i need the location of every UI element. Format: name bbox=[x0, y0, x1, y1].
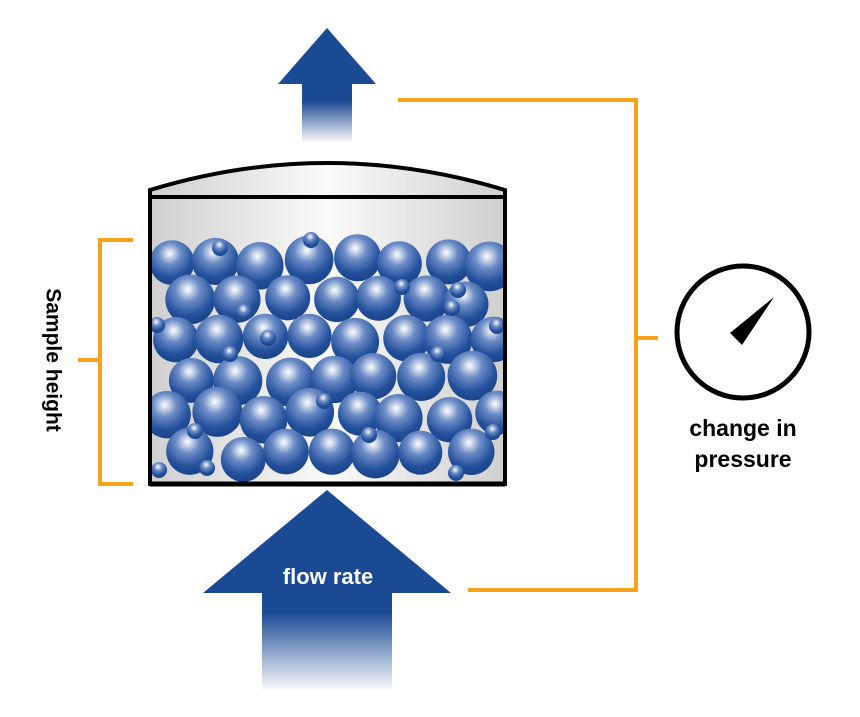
particle bbox=[464, 241, 503, 292]
particle bbox=[284, 235, 334, 285]
particle bbox=[397, 352, 446, 401]
particle bbox=[310, 355, 359, 404]
small-particle bbox=[450, 282, 466, 298]
small-particle bbox=[199, 460, 215, 476]
particle bbox=[350, 429, 400, 479]
small-particle bbox=[316, 393, 332, 409]
small-particle bbox=[303, 232, 319, 248]
small-particle bbox=[430, 346, 446, 362]
small-particle bbox=[361, 427, 377, 443]
small-particle bbox=[260, 330, 276, 346]
small-particle bbox=[212, 240, 228, 256]
particle bbox=[314, 276, 360, 323]
small-particle bbox=[485, 424, 501, 440]
particle bbox=[337, 391, 383, 436]
small-particle bbox=[448, 465, 464, 481]
small-particle bbox=[489, 318, 503, 334]
cylinder-lid bbox=[148, 161, 507, 199]
particle bbox=[152, 390, 191, 439]
particle bbox=[356, 275, 401, 321]
outflow-arrow bbox=[278, 28, 376, 143]
particle bbox=[448, 428, 495, 476]
small-particle bbox=[187, 423, 203, 439]
particle bbox=[236, 242, 284, 290]
particle bbox=[153, 316, 199, 363]
particle bbox=[152, 240, 195, 285]
small-particle bbox=[394, 279, 410, 295]
particle bbox=[426, 239, 472, 285]
sample-particles bbox=[152, 232, 503, 482]
particle bbox=[447, 350, 498, 401]
particle bbox=[168, 358, 214, 403]
particle bbox=[165, 274, 216, 325]
inflow-arrow bbox=[203, 490, 451, 692]
small-particle bbox=[152, 317, 165, 333]
particle bbox=[220, 436, 266, 482]
small-particle bbox=[152, 462, 167, 478]
sample-height-label: Sample height bbox=[41, 288, 64, 432]
particle bbox=[398, 430, 443, 475]
pressure-connector bbox=[398, 98, 658, 592]
change-in-pressure-label-line1: change in bbox=[689, 415, 796, 441]
particle bbox=[403, 275, 450, 322]
particle bbox=[374, 393, 423, 443]
particle bbox=[376, 241, 422, 287]
particle bbox=[263, 428, 309, 475]
small-particle bbox=[222, 346, 238, 362]
particle bbox=[383, 314, 430, 362]
particle bbox=[331, 317, 380, 366]
sample-height-bracket bbox=[78, 238, 133, 486]
flow-rate-label: flow rate bbox=[283, 564, 373, 589]
particle bbox=[350, 353, 397, 400]
particle bbox=[475, 390, 503, 435]
particle bbox=[308, 428, 355, 475]
particle bbox=[265, 275, 311, 321]
particle bbox=[426, 397, 473, 443]
particle bbox=[334, 234, 382, 282]
particle bbox=[287, 313, 332, 359]
pressure-gauge-icon bbox=[674, 263, 812, 401]
particle bbox=[192, 386, 243, 437]
small-particle bbox=[444, 300, 460, 316]
small-particle bbox=[236, 304, 252, 320]
change-in-pressure-label-line2: pressure bbox=[694, 446, 791, 472]
sample-cylinder bbox=[148, 161, 507, 487]
